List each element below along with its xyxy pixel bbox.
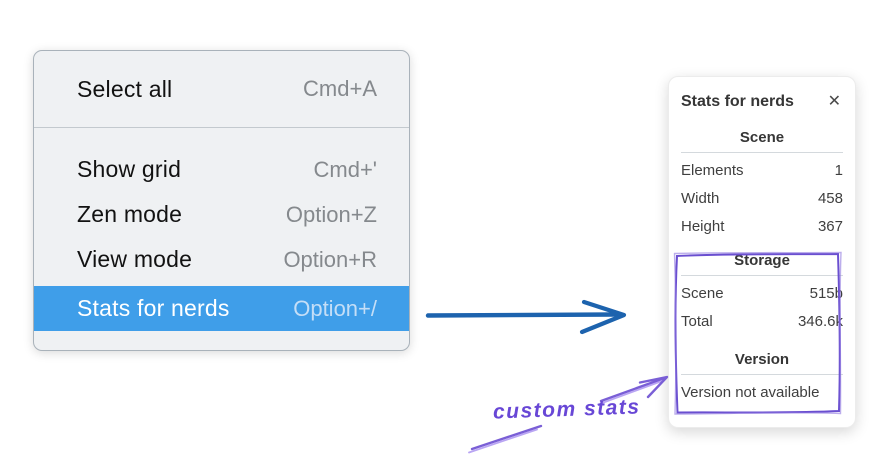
menu-item-label: Stats for nerds <box>77 295 230 321</box>
section-divider <box>681 152 843 153</box>
menu-divider <box>34 127 409 128</box>
menu-item-zen-mode[interactable]: Zen mode Option+Z <box>34 192 409 237</box>
menu-item-select-all[interactable]: Select all Cmd+A <box>34 51 409 127</box>
menu-item-label: Zen mode <box>77 201 183 227</box>
panel-header: Stats for nerds ✕ <box>681 77 843 113</box>
stat-row-elements: Elements 1 <box>681 156 843 184</box>
stat-row-total-storage: Total 346.6k <box>681 307 843 335</box>
menu-item-shortcut: Cmd+A <box>303 76 377 101</box>
stat-value: 367 <box>817 217 843 235</box>
close-icon[interactable]: ✕ <box>827 92 841 110</box>
section-header-version: Version <box>734 351 790 368</box>
menu-item-shortcut: Option+/ <box>293 295 377 321</box>
scene-rows: Elements 1 Width 458 Height 367 <box>681 153 843 240</box>
menu-group: Show grid Cmd+' Zen mode Option+Z View m… <box>34 128 409 331</box>
menu-item-shortcut: Cmd+' <box>313 156 378 182</box>
stat-value: 346.6k <box>797 312 843 330</box>
version-note: Version not available <box>681 384 820 401</box>
stat-row-width: Width 458 <box>681 184 843 212</box>
stat-value: 515b <box>809 284 843 302</box>
stats-for-nerds-panel: Stats for nerds ✕ Scene Elements 1 Width… <box>668 76 856 428</box>
context-menu: Select all Cmd+A Show grid Cmd+' Zen mod… <box>33 50 410 351</box>
menu-item-label: Show grid <box>77 156 182 182</box>
section-header-storage: Storage <box>734 252 790 269</box>
section-header-scene: Scene <box>739 129 785 146</box>
stat-row-height: Height 367 <box>681 212 843 240</box>
menu-item-shortcut: Option+R <box>283 246 377 272</box>
stat-label: Total <box>681 312 713 330</box>
menu-item-label: View mode <box>77 246 193 272</box>
stat-label: Width <box>681 189 720 207</box>
stat-label: Elements <box>681 161 744 179</box>
menu-item-shortcut: Option+Z <box>285 201 377 227</box>
panel-title: Stats for nerds <box>681 92 794 110</box>
custom-stats-annotation-label: custom stats <box>492 395 641 424</box>
menu-item-view-mode[interactable]: View mode Option+R <box>34 237 409 282</box>
menu-item-stats-for-nerds[interactable]: Stats for nerds Option+/ <box>34 286 409 331</box>
stat-row-scene-storage: Scene 515b <box>681 279 843 307</box>
stat-value: 1 <box>834 161 843 179</box>
menu-item-label: Select all <box>77 75 173 102</box>
menu-item-show-grid[interactable]: Show grid Cmd+' <box>34 147 409 192</box>
storage-rows: Scene 515b Total 346.6k <box>681 276 843 335</box>
stat-label: Scene <box>681 284 724 302</box>
menu-to-panel-arrow-icon <box>425 299 627 335</box>
stat-value: 458 <box>817 189 843 207</box>
stat-label: Height <box>681 217 725 235</box>
